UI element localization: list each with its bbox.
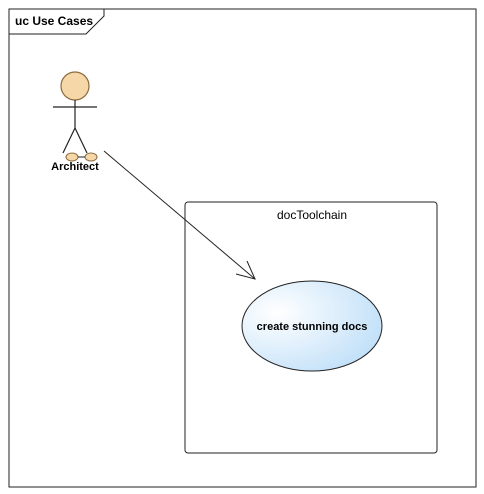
actor-left-foot-icon: [65, 152, 79, 162]
use-case-create-stunning-docs[interactable]: [241, 280, 383, 372]
actor-head-icon: [60, 71, 90, 101]
frame-title-tab: [8, 8, 105, 35]
actor-right-leg: [74, 127, 88, 154]
actor-name: Architect: [51, 161, 99, 173]
diagram-frame: [8, 8, 477, 488]
use-case-label: create stunning docs: [257, 321, 368, 333]
actor-right-foot-icon: [84, 152, 98, 162]
actor-architect[interactable]: [53, 71, 98, 162]
arrowhead-icon: [235, 260, 256, 280]
system-boundary-name: docToolchain: [277, 208, 347, 222]
association-line: [103, 150, 256, 280]
frame-title: uc Use Cases: [15, 14, 93, 28]
association-architect-to-use-case[interactable]: [103, 150, 256, 280]
actor-left-leg: [62, 127, 76, 154]
